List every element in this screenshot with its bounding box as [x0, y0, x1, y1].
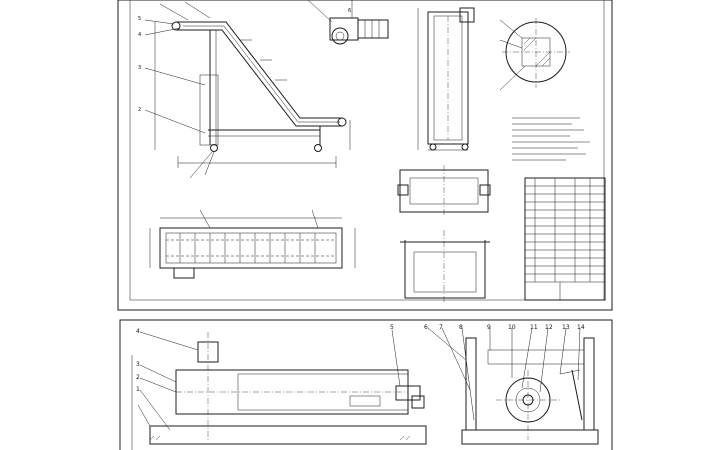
- technical-notes: [512, 117, 590, 161]
- leader-label-b: 4: [138, 32, 141, 38]
- part-num-14: 14: [577, 324, 585, 331]
- conveyor-front-view: [417, 7, 475, 151]
- part-num-13: 13: [562, 324, 570, 331]
- part-num-1: 1: [136, 386, 140, 393]
- part-num-11: 11: [530, 324, 538, 331]
- roller-assembly: 4 3 2 1 5: [131, 324, 427, 450]
- parts-list-table: [524, 177, 606, 301]
- part-num-2: 2: [136, 374, 140, 381]
- part-num-8: 8: [459, 324, 463, 331]
- part-num-3: 3: [136, 361, 140, 368]
- caster-wheel-right: [314, 144, 322, 152]
- bearing-end-view: 6 7 8 9 10 11 12 13 14: [424, 324, 599, 445]
- leader-label-c: 3: [138, 65, 141, 71]
- leader-label-d: 2: [138, 107, 141, 113]
- upper-sheet-border: [117, 0, 613, 311]
- upper-sheet: 5 4 3 2 6: [117, 0, 613, 311]
- lower-sheet: 4 3 2 1 5 6: [119, 319, 613, 450]
- part-num-4: 4: [136, 328, 140, 335]
- caster-wheel-left: [210, 144, 218, 152]
- part-num-10: 10: [508, 324, 516, 331]
- cross-section-view-1: [397, 165, 491, 215]
- motor-gearbox: 6: [307, 0, 389, 45]
- part-num-12: 12: [545, 324, 553, 331]
- conveyor-top-view: [149, 209, 356, 279]
- lower-sheet-border: [119, 319, 613, 450]
- part-num-7: 7: [439, 324, 443, 331]
- part-num-6: 6: [424, 324, 428, 331]
- cross-section-view-2: [400, 230, 490, 302]
- part-num-5: 5: [390, 324, 394, 331]
- part-num-9: 9: [487, 324, 491, 331]
- upper-inner-frame: [129, 0, 605, 301]
- conveyor-side-view: 5 4 3 2: [138, 1, 351, 179]
- motor-label: 6: [348, 8, 351, 14]
- leader-label-a: 5: [138, 16, 141, 22]
- detail-section-view: [499, 18, 570, 91]
